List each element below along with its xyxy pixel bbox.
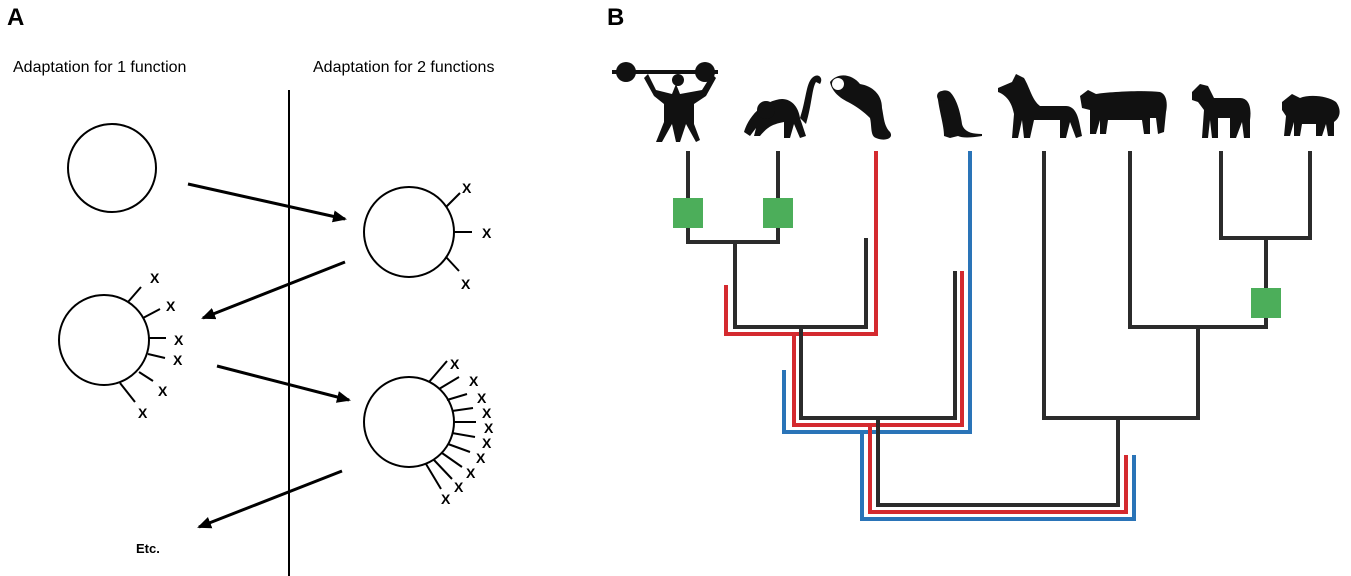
mutation-mark: X [482,435,492,451]
mutation-mark: X [173,352,183,368]
mutation-mark: X [158,383,168,399]
mutation-mark: X [150,270,160,286]
etc-label: Etc. [136,541,160,556]
monkey-icon [744,75,822,138]
mutation-mark: X [441,491,451,507]
bushbaby-icon [830,75,892,140]
mutation-mark: X [482,225,492,241]
right-column-title: Adaptation for 2 functions [313,59,495,76]
mutation-mark: X [450,356,460,372]
rodent-icon [937,90,982,138]
arrow-1 [187,182,347,223]
species-tree [686,151,1312,507]
circle-one-function-2: X X X X X X [58,270,184,421]
mutation-mark: X [174,332,184,348]
mutation-mark: X [482,405,492,421]
mutation-mark: X [476,450,486,466]
dog-icon [998,74,1082,138]
mutation-mark: X [466,465,476,481]
goat-icon [1192,84,1251,138]
circle-two-functions-2: X X X X X X X X X X [363,356,494,507]
mutation-mark: X [469,373,479,389]
arrow-2 [201,260,346,320]
mutation-mark: X [484,420,494,436]
cow-icon [1080,90,1167,134]
sheep-icon [1282,94,1340,136]
arrow-4 [197,469,343,529]
mutation-mark: X [166,298,176,314]
left-column-title: Adaptation for 1 function [13,59,187,76]
mutation-mark: X [454,479,464,495]
panel-b-tree [673,151,1312,521]
circle-initial [67,123,157,213]
circle-two-functions-1: X X X [363,180,492,292]
event-marker [673,198,703,228]
weightlifter-icon [612,62,718,142]
mutation-mark: X [477,390,487,406]
panel-b-letter: B [607,4,625,31]
event-markers [673,198,1281,318]
panel-a-letter: A [7,4,25,31]
panel-a-diagram: X X X X X X X X X [58,90,494,576]
event-marker [1251,288,1281,318]
event-marker [763,198,793,228]
taxa-silhouettes [612,62,1340,142]
mutation-mark: X [138,405,148,421]
arrow-3 [216,364,351,403]
mutation-mark: X [462,180,472,196]
mutation-mark: X [461,276,471,292]
